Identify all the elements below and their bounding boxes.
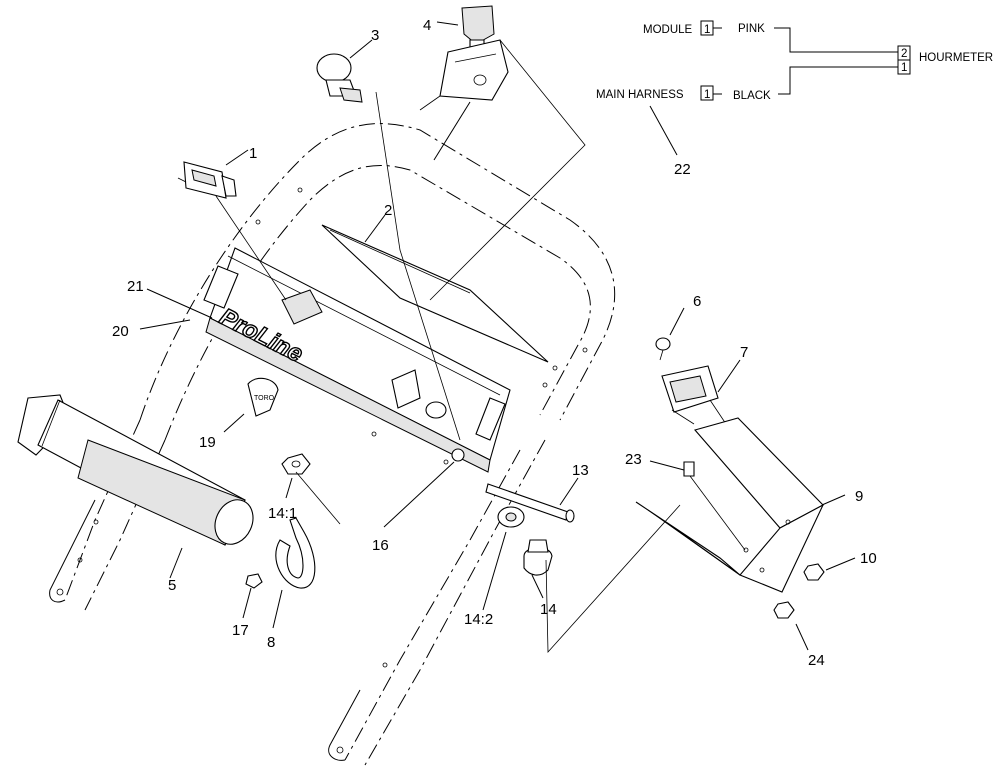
callout-24: 24 [808,652,825,669]
main-harness-label: MAIN HARNESS [596,89,684,101]
callout-16: 16 [372,537,389,554]
svg-text:TORO: TORO [254,395,275,402]
callout-13: 13 [572,462,589,479]
callout-7: 7 [740,344,748,361]
hardware: TORO [245,377,825,654]
pink-label: PINK [738,23,765,35]
callout-2: 2 [384,202,392,219]
black-label: BLACK [733,90,771,102]
part-4-throttle [419,5,586,301]
callout-20: 20 [112,323,129,340]
callout-4: 4 [423,17,431,34]
callout-14-2: 14:2 [464,611,493,628]
callout-numbers: 1 2 3 4 5 6 7 8 9 10 13 14 14:1 14:2 16 … [112,17,877,669]
callout-6: 6 [693,293,701,310]
callout-21: 21 [127,278,144,295]
control-panel: ProLine [203,247,511,473]
callout-1: 1 [249,145,257,162]
callout-3: 3 [371,27,379,44]
part-6-7-switch [655,337,791,521]
harness-pin: 1 [704,89,710,101]
callout-23: 23 [625,451,642,468]
callout-22: 22 [674,161,691,178]
hourmeter-pin-2: 2 [901,48,907,60]
callout-9: 9 [855,488,863,505]
hourmeter-label: HOURMETER [919,52,993,64]
callout-19: 19 [199,434,216,451]
callout-10: 10 [860,550,877,567]
callout-8: 8 [267,634,275,651]
wiring-schematic: MODULE 1 PINK MAIN HARNESS 1 BLACK 2 1 H… [596,20,993,102]
callout-17: 17 [232,622,249,639]
hourmeter-pin-1: 1 [901,62,907,74]
part-9-bracket [635,417,825,593]
part-5-grip [17,394,254,546]
callout-5: 5 [168,577,176,594]
module-label: MODULE [643,24,693,36]
bracket-plate [321,224,549,363]
part-1-switch [177,161,287,301]
callout-14: 14 [540,601,557,618]
callout-leaders [139,21,856,651]
part-3-knob [316,53,461,441]
module-pin: 1 [704,24,710,36]
callout-14-1: 14:1 [268,505,297,522]
